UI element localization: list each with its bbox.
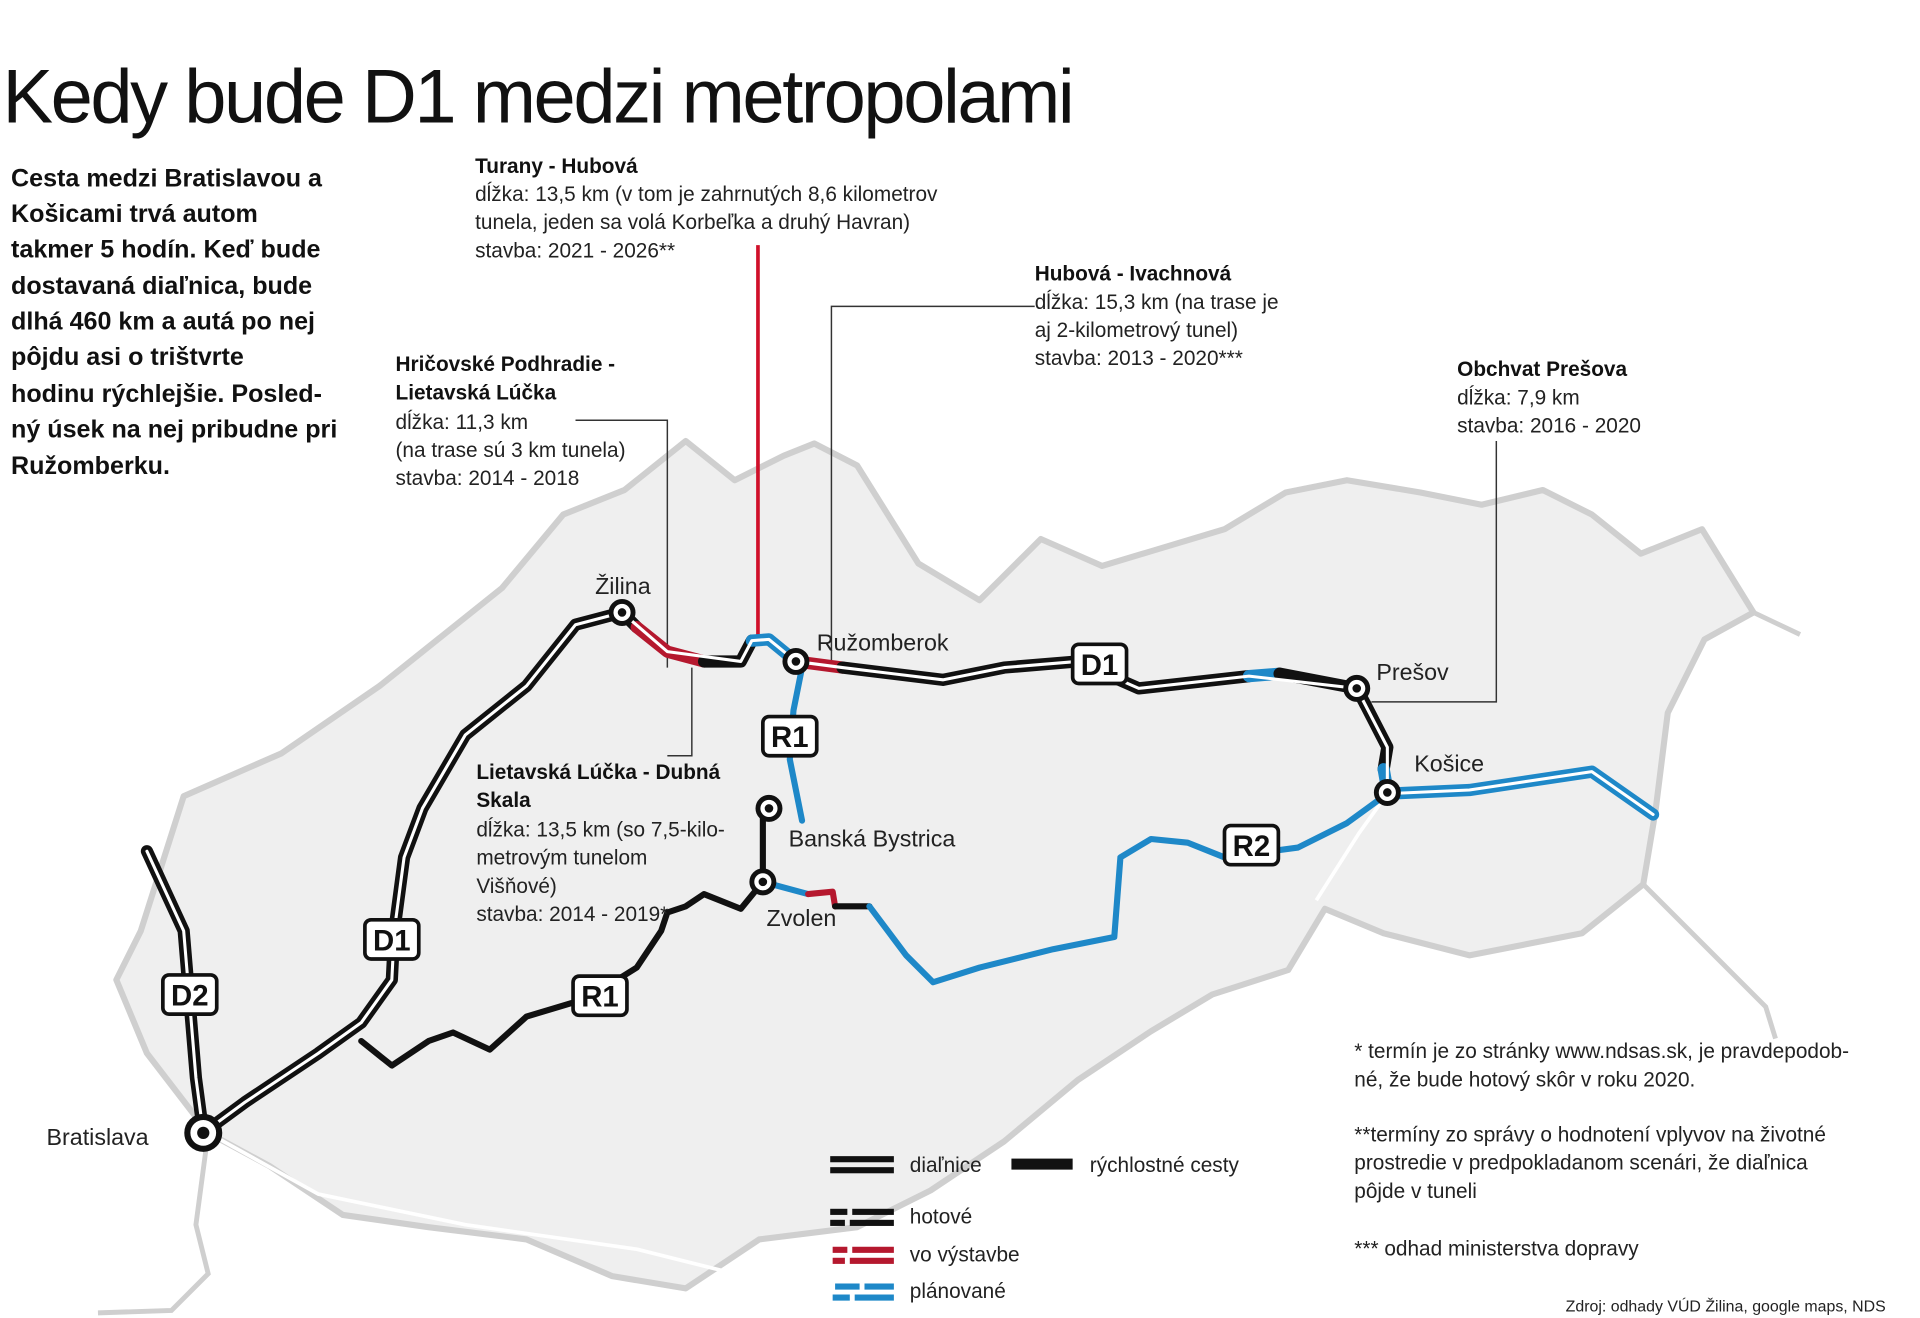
city-ruzomberok: Ružomberok [817,629,949,655]
svg-text:stavba: 2014 - 2018: stavba: 2014 - 2018 [396,467,580,490]
city-kosice: Košice [1414,751,1484,777]
svg-text:Ružomberku.: Ružomberku. [11,452,170,480]
svg-text:aj 2-kilometrový tunel): aj 2-kilometrový tunel) [1035,319,1238,342]
svg-text:dĺžka: 11,3 km: dĺžka: 11,3 km [396,410,529,434]
svg-text:dlhá 460 km a autá po nej: dlhá 460 km a autá po nej [11,308,315,336]
legend-motorways: diaľnice [910,1154,982,1177]
footnotes: * termín je zo stránky www.ndsas.sk, je … [1354,1040,1849,1260]
motorways [140,606,1660,1139]
svg-text:stavba: 2013 - 2020***: stavba: 2013 - 2020*** [1035,347,1243,370]
svg-text:dĺžka: 15,3 km (na trase je: dĺžka: 15,3 km (na trase je [1035,290,1279,314]
legend-expressway-swatch [1011,1158,1073,1170]
callout-hricovske-podhradie: Hričovské Podhradie - Lietavská Lúčka dĺ… [396,353,626,490]
svg-text:stavba: 2021 - 2026**: stavba: 2021 - 2026** [475,239,675,262]
road-badges: D1 D1 D2 R1 R1 R2 [161,642,1281,1018]
city-zvolen: Zvolen [767,905,837,931]
legend-planned-swatch [832,1283,894,1301]
svg-text:Višňové): Višňové) [476,875,557,898]
svg-text:takmer 5 hodín. Keď bude: takmer 5 hodín. Keď bude [11,235,321,263]
callout-lietavska-lucka: Lietavská Lúčka - Dubná Skala dĺžka: 13,… [476,761,725,926]
svg-text:**termíny zo správy o hodnoten: **termíny zo správy o hodnotení vplyvov … [1354,1123,1826,1146]
legend-construction-swatch [832,1246,894,1264]
source-note: Zdroj: odhady VÚD Žilina, google maps, N… [1566,1297,1886,1316]
page-title: Kedy bude D1 medzi metropolami [2,55,1072,140]
svg-text:Obchvat Prešova: Obchvat Prešova [1457,358,1627,381]
svg-text:ný úsek na nej pribudne pri: ný úsek na nej pribudne pri [11,415,337,443]
svg-text:dĺžka: 13,5 km (so 7,5-kilo-: dĺžka: 13,5 km (so 7,5-kilo- [476,818,725,842]
svg-text:*** odhad ministerstva dopravy: *** odhad ministerstva dopravy [1354,1237,1639,1260]
svg-text:Lietavská Lúčka - Dubná: Lietavská Lúčka - Dubná [476,761,720,784]
callout-hubova-ivachnova: Hubová - Ivachnová dĺžka: 15,3 km (na tr… [1035,263,1279,370]
svg-text:Hričovské Podhradie -: Hričovské Podhradie - [396,353,616,376]
city-banska-bystrica: Banská Bystrica [789,825,956,851]
callout-obchvat-presova: Obchvat Prešova dĺžka: 7,9 km stavba: 20… [1457,358,1641,437]
legend: diaľnice rýchlostné cesty hotové vo výst… [830,1154,1239,1303]
svg-text:tunela, jeden sa volá Korbeľka: tunela, jeden sa volá Korbeľka a druhý H… [475,211,910,234]
svg-text:pôjde v tuneli: pôjde v tuneli [1354,1180,1477,1203]
slovakia-map [113,437,1757,1292]
legend-under-construction: vo výstavbe [910,1243,1020,1266]
svg-text:pôjdu asi o trištvrte: pôjdu asi o trištvrte [11,343,244,371]
svg-text:(na trase sú 3 km tunela): (na trase sú 3 km tunela) [396,439,626,462]
svg-text:Hubová - Ivachnová: Hubová - Ivachnová [1035,263,1232,286]
svg-text:prostredie v predpokladanom sc: prostredie v predpokladanom scenári, že … [1354,1152,1808,1175]
svg-text:Košicami trvá autom: Košicami trvá autom [11,200,258,228]
legend-expressways: rýchlostné cesty [1090,1154,1240,1177]
badge-d2: D2 [171,980,209,1013]
city-bratislava: Bratislava [47,1124,149,1150]
callout-turany-hubova: Turany - Hubová dĺžka: 13,5 km (v tom je… [475,155,938,262]
svg-text:* termín je zo stránky www.nds: * termín je zo stránky www.ndsas.sk, je … [1354,1040,1849,1063]
city-presov: Prešov [1376,659,1449,685]
svg-text:stavba: 2014 - 2019*: stavba: 2014 - 2019* [476,903,668,926]
river [207,792,1389,1276]
svg-text:hodinu rýchlejšie. Posled-: hodinu rýchlejšie. Posled- [11,380,322,408]
svg-text:stavba: 2016 - 2020: stavba: 2016 - 2020 [1457,414,1641,437]
badge-r1-south: R1 [581,981,619,1014]
svg-text:né, že bude hotový skôr v roku: né, že bude hotový skôr v roku 2020. [1354,1068,1695,1091]
svg-text:metrovým tunelom: metrovým tunelom [476,847,647,870]
country-border-outside [97,610,1802,1316]
badge-d1-west: D1 [373,924,411,957]
legend-done: hotové [910,1205,972,1228]
badge-d1-east: D1 [1081,649,1119,682]
svg-text:Skala: Skala [476,789,531,812]
badge-r2: R2 [1233,830,1271,863]
legend-planned: plánované [910,1280,1006,1303]
svg-text:Lietavská Lúčka: Lietavská Lúčka [396,381,557,404]
legend-motorway-swatch [830,1156,894,1174]
svg-text:Cesta medzi Bratislavou a: Cesta medzi Bratislavou a [11,164,323,192]
badge-r1-north: R1 [771,721,809,754]
legend-done-swatch [830,1208,894,1226]
intro-text: Cesta medzi Bratislavou a Košicami trvá a… [11,164,337,480]
svg-text:Turany - Hubová: Turany - Hubová [475,155,638,178]
svg-text:dĺžka: 7,9 km: dĺžka: 7,9 km [1457,385,1580,409]
svg-text:dostavaná diaľnica, bude: dostavaná diaľnica, bude [11,272,312,300]
city-zilina: Žilina [595,573,651,599]
callout-lines [575,305,1498,757]
svg-text:dĺžka: 13,5 km (v tom je zahrn: dĺžka: 13,5 km (v tom je zahrnutých 8,6 … [475,182,938,206]
